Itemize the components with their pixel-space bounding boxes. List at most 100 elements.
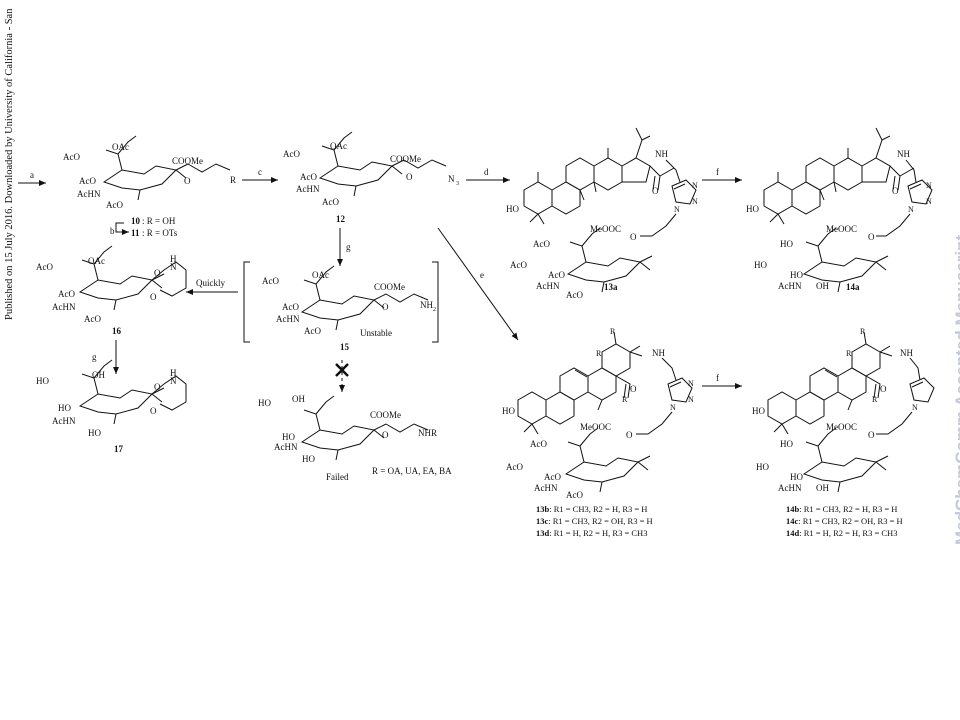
ho-label: HO — [790, 472, 803, 482]
aco-label: AcO — [566, 290, 583, 300]
compound-12 — [319, 131, 447, 197]
aco-label: AcO — [506, 462, 523, 472]
acnh-label: AcHN — [52, 416, 76, 426]
aco-label: AcO — [283, 149, 300, 159]
compound-13a-terpene — [523, 127, 675, 225]
o-label: O — [868, 430, 875, 440]
o-label: O — [382, 302, 389, 312]
unstable-label: Unstable — [360, 328, 392, 338]
o-label: O — [630, 232, 637, 242]
acnh-label: AcHN — [77, 189, 101, 199]
legend-entry: 14b: R1 = CH3, R2 = H, R3 = H — [786, 504, 897, 514]
arrow-e — [437, 227, 519, 341]
aco-label: AcO — [262, 276, 279, 286]
compound-15 — [301, 265, 429, 331]
n-label: N — [674, 205, 680, 214]
acnh-label: AcHN — [52, 302, 76, 312]
compound-11-desc: : R = OTs — [142, 228, 178, 238]
nhr-label: NHR — [418, 428, 437, 438]
r-definition: R = OA, UA, EA, BA — [372, 466, 452, 476]
ho-label: HO — [752, 406, 765, 416]
step-a-label: a — [30, 170, 34, 180]
aco-label: AcO — [79, 176, 96, 186]
aco-label: AcO — [510, 260, 527, 270]
coome-label: COOMe — [390, 154, 421, 164]
compound-16 — [79, 245, 187, 311]
n-label: N — [926, 197, 932, 206]
ho-label: HO — [258, 398, 271, 408]
ho-label: HO — [282, 432, 295, 442]
ho-label: HO — [746, 204, 759, 214]
meooc-label: MeOOC — [590, 224, 621, 234]
aco-label: AcO — [304, 326, 321, 336]
aco-label: AcO — [106, 200, 123, 210]
legend-entry: 14d: R1 = H, R2 = H, R3 = CH3 — [786, 528, 897, 538]
bracket-right — [432, 261, 439, 343]
ho-label: HO — [506, 204, 519, 214]
aco-label: AcO — [548, 270, 565, 280]
aco-label: AcO — [63, 152, 80, 162]
nh-label: N — [170, 376, 177, 386]
compound-14a-terpene — [763, 127, 915, 225]
acnh-label: AcHN — [778, 483, 802, 493]
aco-label: AcO — [566, 490, 583, 500]
acnh-label: AcHN — [536, 281, 560, 291]
aco-label: AcO — [282, 302, 299, 312]
arrow-b — [115, 222, 129, 235]
compound-16-number: 16 — [112, 326, 122, 336]
n-label: N — [926, 181, 932, 190]
ho-label: HO — [36, 376, 49, 386]
legend-entry: 13b: R1 = CH3, R2 = H, R3 = H — [536, 504, 647, 514]
n-label: N — [670, 403, 676, 412]
failed-x-mark — [335, 363, 349, 377]
oh-label: OH — [92, 370, 105, 380]
compound-13bcd-terpene — [517, 331, 643, 435]
ho-label: HO — [756, 462, 769, 472]
o-label: O — [406, 172, 413, 182]
azide-label: N — [448, 174, 455, 184]
r3-label: R — [846, 349, 852, 358]
n-label: N — [692, 197, 698, 206]
r2-label: R — [622, 395, 628, 404]
compound-13bcd-sugar — [565, 427, 651, 493]
o-label: O — [880, 384, 887, 394]
amine-subscript: 2 — [433, 307, 436, 313]
n-label: N — [692, 181, 698, 190]
r2-label: R — [872, 395, 878, 404]
azide-subscript: 3 — [456, 181, 459, 187]
oh-label: OH — [816, 483, 829, 493]
legend-entry: 13c: R1 = CH3, R2 = OH, R3 = H — [536, 516, 653, 526]
legend-entry: 14c: R1 = CH3, R2 = OH, R3 = H — [786, 516, 903, 526]
aco-label: AcO — [533, 239, 550, 249]
ho-label: HO — [502, 406, 515, 416]
meooc-label: MeOOC — [826, 422, 857, 432]
triazole-14bcd — [909, 377, 935, 403]
o-label: O — [154, 382, 161, 392]
aco-label: AcO — [530, 439, 547, 449]
ho-label: HO — [780, 439, 793, 449]
compound-12-number: 12 — [336, 214, 346, 224]
acnh-label: AcHN — [276, 314, 300, 324]
legend-entry: 13d: R1 = H, R2 = H, R3 = CH3 — [536, 528, 647, 538]
acnh-label: AcHN — [296, 184, 320, 194]
oac-label: OAc — [88, 256, 105, 266]
acnh-label: AcHN — [778, 281, 802, 291]
n-label: N — [908, 205, 914, 214]
bracket-left — [243, 261, 250, 343]
compound-14a-number: 14a — [846, 282, 860, 292]
nh-label: N — [170, 262, 177, 272]
n-label: N — [688, 379, 694, 388]
aco-label: AcO — [300, 172, 317, 182]
quickly-label: Quickly — [196, 278, 225, 288]
compound-15-number: 15 — [340, 342, 350, 352]
compound-13a-number: 13a — [604, 282, 618, 292]
meooc-label: MeOOC — [580, 422, 611, 432]
ho-label: HO — [58, 403, 71, 413]
o-label: O — [626, 430, 633, 440]
nh-label: NH — [652, 348, 665, 358]
oh-label: OH — [816, 281, 829, 291]
coome-label: COOMe — [370, 410, 401, 420]
failed-label: Failed — [326, 472, 349, 482]
nh-label: H — [170, 254, 177, 264]
